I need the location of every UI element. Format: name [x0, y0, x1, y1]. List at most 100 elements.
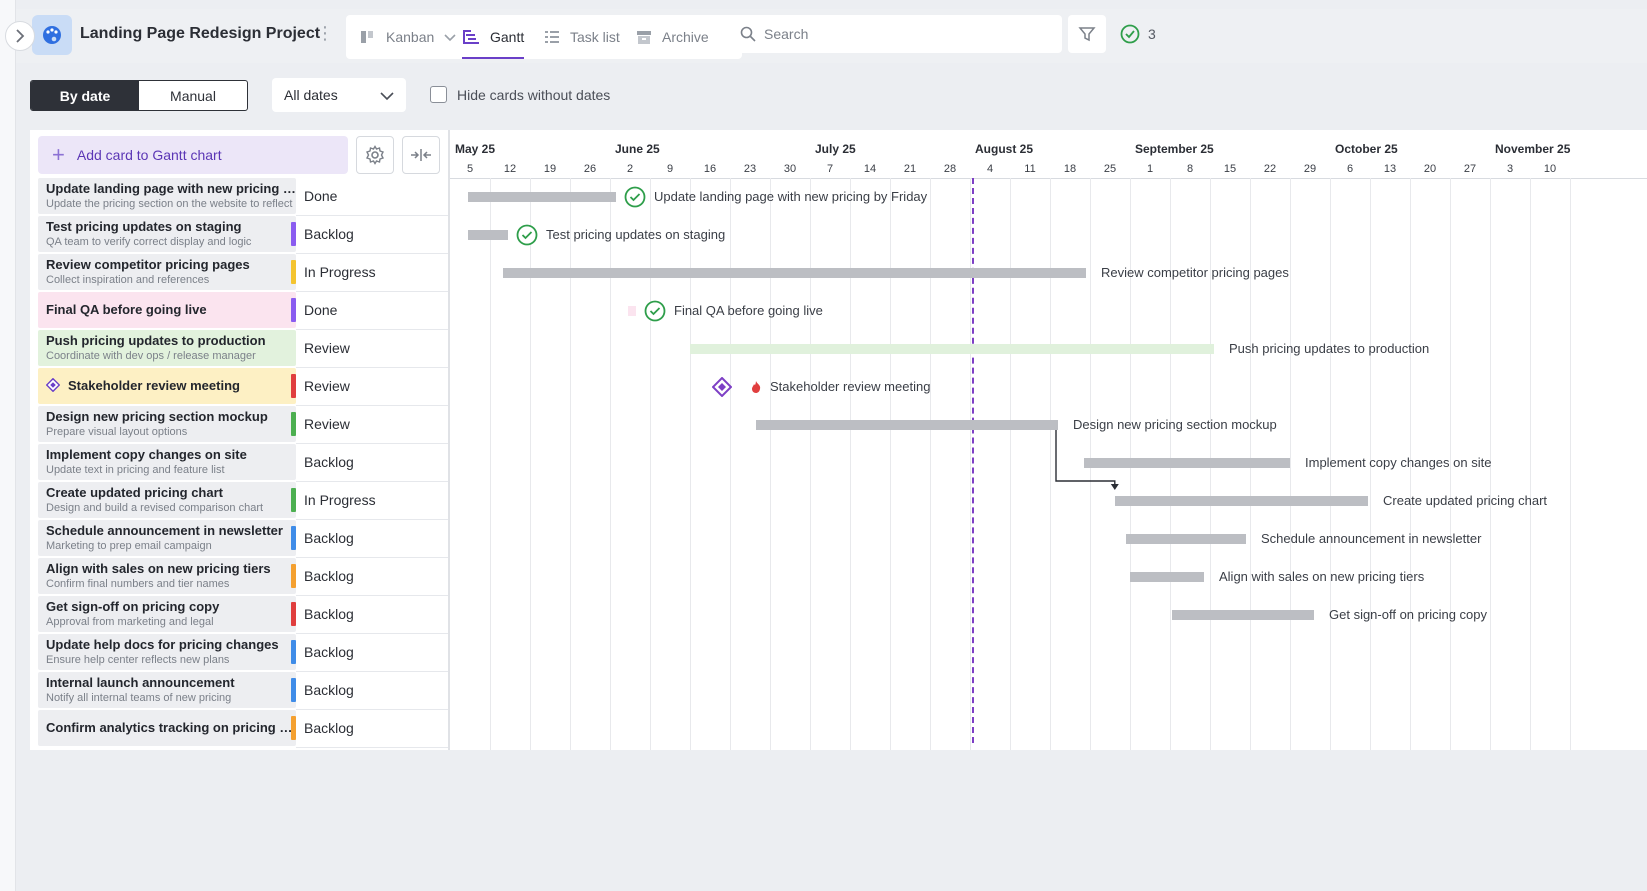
day-tick-label: 30	[783, 163, 797, 175]
day-tick-label: 21	[903, 163, 917, 175]
gantt-bar[interactable]	[628, 306, 636, 316]
check-circle-icon	[1120, 24, 1140, 44]
gantt-bar-label: Implement copy changes on site	[1305, 455, 1492, 470]
dependency-arrow	[1055, 430, 1119, 490]
day-tick-label: 8	[1186, 163, 1194, 175]
gantt-bar[interactable]	[756, 420, 1058, 430]
status-label[interactable]: Backlog	[304, 682, 354, 698]
filter-button[interactable]	[1068, 15, 1106, 53]
tab-label: Gantt	[490, 29, 525, 45]
status-label[interactable]: Review	[304, 416, 350, 432]
tab-kanban[interactable]: Kanban	[360, 15, 456, 59]
day-tick-label: 26	[583, 163, 597, 175]
day-tick-label: 23	[743, 163, 757, 175]
card-item[interactable]: Confirm analytics tracking on pricing s.…	[38, 710, 296, 746]
day-tick-label: 22	[1263, 163, 1277, 175]
milestone-icon[interactable]	[711, 376, 733, 402]
chevron-down-icon[interactable]	[444, 29, 456, 45]
status-label[interactable]: Backlog	[304, 530, 354, 546]
status-label[interactable]: Backlog	[304, 568, 354, 584]
month-label: July 25	[815, 142, 856, 156]
card-title: Get sign-off on pricing copy	[46, 599, 220, 614]
search-input[interactable]: Search	[730, 15, 1062, 53]
add-card-button[interactable]: + Add card to Gantt chart	[38, 136, 348, 174]
gantt-bar[interactable]	[1172, 610, 1314, 620]
status-label[interactable]: Done	[304, 302, 338, 318]
card-subtitle: Notify all internal teams of new pricing	[46, 692, 232, 704]
gantt-bar-label: Push pricing updates to production	[1229, 341, 1430, 356]
grid-line	[1370, 178, 1371, 750]
checkbox-label: Hide cards without dates	[457, 86, 611, 103]
day-tick-label: 5	[466, 163, 474, 175]
gantt-bar[interactable]	[690, 344, 1214, 354]
gantt-bar-label: Align with sales on new pricing tiers	[1219, 569, 1425, 584]
card-item[interactable]: Stakeholder review meeting	[38, 368, 296, 404]
card-item[interactable]: Update landing page with new pricing b..…	[38, 178, 296, 214]
status-label[interactable]: Backlog	[304, 606, 354, 622]
status-label[interactable]: In Progress	[304, 264, 376, 280]
palette-icon[interactable]	[32, 15, 72, 55]
card-item[interactable]: Final QA before going live	[38, 292, 296, 328]
expand-sidebar-button[interactable]	[5, 21, 35, 51]
grid-line	[1410, 178, 1411, 750]
status-label[interactable]: Backlog	[304, 720, 354, 736]
day-tick-label: 3	[1506, 163, 1514, 175]
status-color-stripe	[291, 374, 296, 398]
sort-by-date-button[interactable]: By date	[31, 81, 139, 110]
gantt-bar-label: Schedule announcement in newsletter	[1261, 531, 1482, 546]
card-subtitle: Coordinate with dev ops / release manage…	[46, 350, 256, 362]
status-label[interactable]: In Progress	[304, 492, 376, 508]
status-label[interactable]: Backlog	[304, 226, 354, 242]
card-subtitle: Confirm final numbers and tier names	[46, 578, 230, 590]
card-title: Update help docs for pricing changes	[46, 637, 279, 652]
gantt-settings-button[interactable]	[356, 136, 394, 174]
milestone-icon	[46, 373, 61, 403]
gantt-bar[interactable]	[1126, 534, 1246, 544]
gantt-bar[interactable]	[1084, 458, 1290, 468]
checkbox-box[interactable]	[430, 86, 447, 103]
status-label[interactable]: Backlog	[304, 454, 354, 470]
date-filter-select[interactable]: All dates	[272, 78, 406, 112]
more-options-icon[interactable]: ⋮	[316, 23, 334, 43]
day-tick-label: 27	[1463, 163, 1477, 175]
gantt-bar[interactable]	[468, 230, 508, 240]
header: Landing Page Redesign Project ⋮ Kanban G…	[16, 9, 1647, 63]
row-divider	[296, 747, 448, 748]
day-tick-label: 1	[1146, 163, 1154, 175]
gantt-bar[interactable]	[502, 268, 1086, 278]
left-rail	[0, 0, 16, 891]
sort-manual-button[interactable]: Manual	[170, 87, 216, 104]
status-label[interactable]: Done	[304, 188, 338, 204]
status-label[interactable]: Review	[304, 378, 350, 394]
status-label[interactable]: Review	[304, 340, 350, 356]
view-switcher: Kanban Gantt Task list Archive	[346, 15, 742, 59]
status-label[interactable]: Backlog	[304, 644, 354, 660]
card-title: Test pricing updates on staging	[46, 219, 242, 234]
collapse-panel-button[interactable]	[402, 136, 440, 174]
grid-line	[690, 178, 691, 750]
hide-cards-without-dates-checkbox[interactable]: Hide cards without dates	[430, 86, 610, 103]
tab-archive[interactable]: Archive	[636, 15, 709, 59]
gantt-bar[interactable]	[1130, 572, 1204, 582]
gantt-bar[interactable]	[468, 192, 616, 202]
gantt-bar[interactable]	[1114, 496, 1368, 506]
tab-task-list[interactable]: Task list	[544, 15, 620, 59]
tab-gantt[interactable]: Gantt	[462, 15, 525, 59]
day-tick-label: 7	[826, 163, 834, 175]
gantt-row: Confirm analytics tracking on pricing s.…	[38, 710, 448, 748]
completed-cards-indicator[interactable]: 3	[1120, 24, 1156, 44]
grid-line	[1330, 178, 1331, 750]
gantt-bar-label: Get sign-off on pricing copy	[1329, 607, 1488, 622]
